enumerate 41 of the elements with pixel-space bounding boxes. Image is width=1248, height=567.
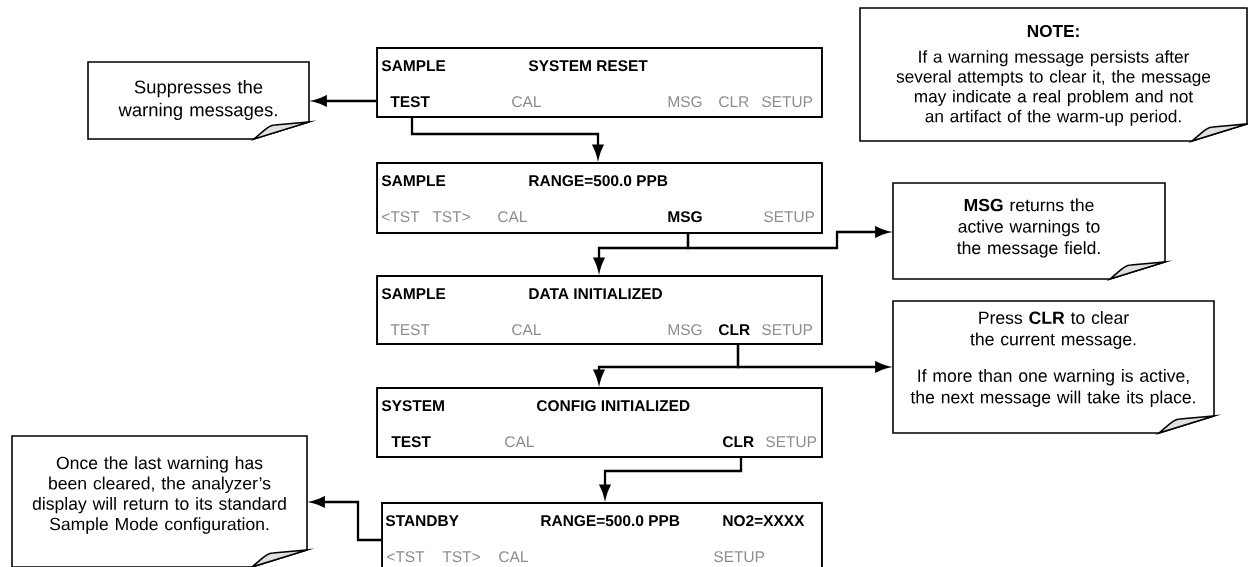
menu-key: MSG <box>668 324 702 336</box>
menu-key: SETUP <box>764 211 815 223</box>
display-text: CONFIG INITIALIZED <box>537 400 690 412</box>
menu-key: SETUP <box>762 324 813 336</box>
menu-key: CLR <box>719 96 749 108</box>
display-text: RANGE=500.0 PPB <box>529 175 668 187</box>
arrow <box>410 117 604 159</box>
menu-key: <TST <box>382 211 420 223</box>
display-text: SAMPLE <box>381 288 446 300</box>
note-box: NOTE: If a warning message persists after several attempts to clear it, the message may indicate a real problem and not an artifact of the warm-up period. <box>859 7 1248 142</box>
display-text: SYSTEM <box>381 400 444 412</box>
display-text: SAMPLE <box>381 60 446 72</box>
menu-key: <TST <box>387 551 425 563</box>
menu-key: SETUP <box>766 436 817 448</box>
display-text: SYSTEM RESET <box>528 60 648 72</box>
menu-key: TST> <box>442 551 480 563</box>
menu-key: CLR <box>723 436 754 448</box>
menu-key: CAL <box>505 436 534 448</box>
menu-key: MSG <box>668 211 702 223</box>
menu-key: CAL <box>512 324 541 336</box>
display-text: STANDBY <box>385 515 459 527</box>
menu-key: CAL <box>498 211 527 223</box>
menu-key: SETUP <box>762 96 813 108</box>
display-text: NO2=XXXX <box>723 515 805 527</box>
menu-key: MSG <box>668 96 702 108</box>
menu-key: TEST <box>390 324 430 336</box>
menu-key: TST> <box>432 211 470 223</box>
arrow <box>599 457 743 499</box>
display-text: DATA INITIALIZED <box>529 288 662 299</box>
arrow <box>313 95 377 107</box>
arrow <box>686 226 889 250</box>
menu-key: SETUP <box>714 551 765 563</box>
menu-key: CLR <box>719 324 750 336</box>
menu-key: TEST <box>390 96 430 108</box>
menu-key: CAL <box>512 96 541 108</box>
display-text: SAMPLE <box>381 175 446 187</box>
menu-key: CAL <box>499 551 528 563</box>
arrow <box>736 344 889 373</box>
display-text: RANGE=500.0 PPB <box>541 515 680 527</box>
menu-key: TEST <box>391 436 431 448</box>
arrow <box>311 496 382 542</box>
